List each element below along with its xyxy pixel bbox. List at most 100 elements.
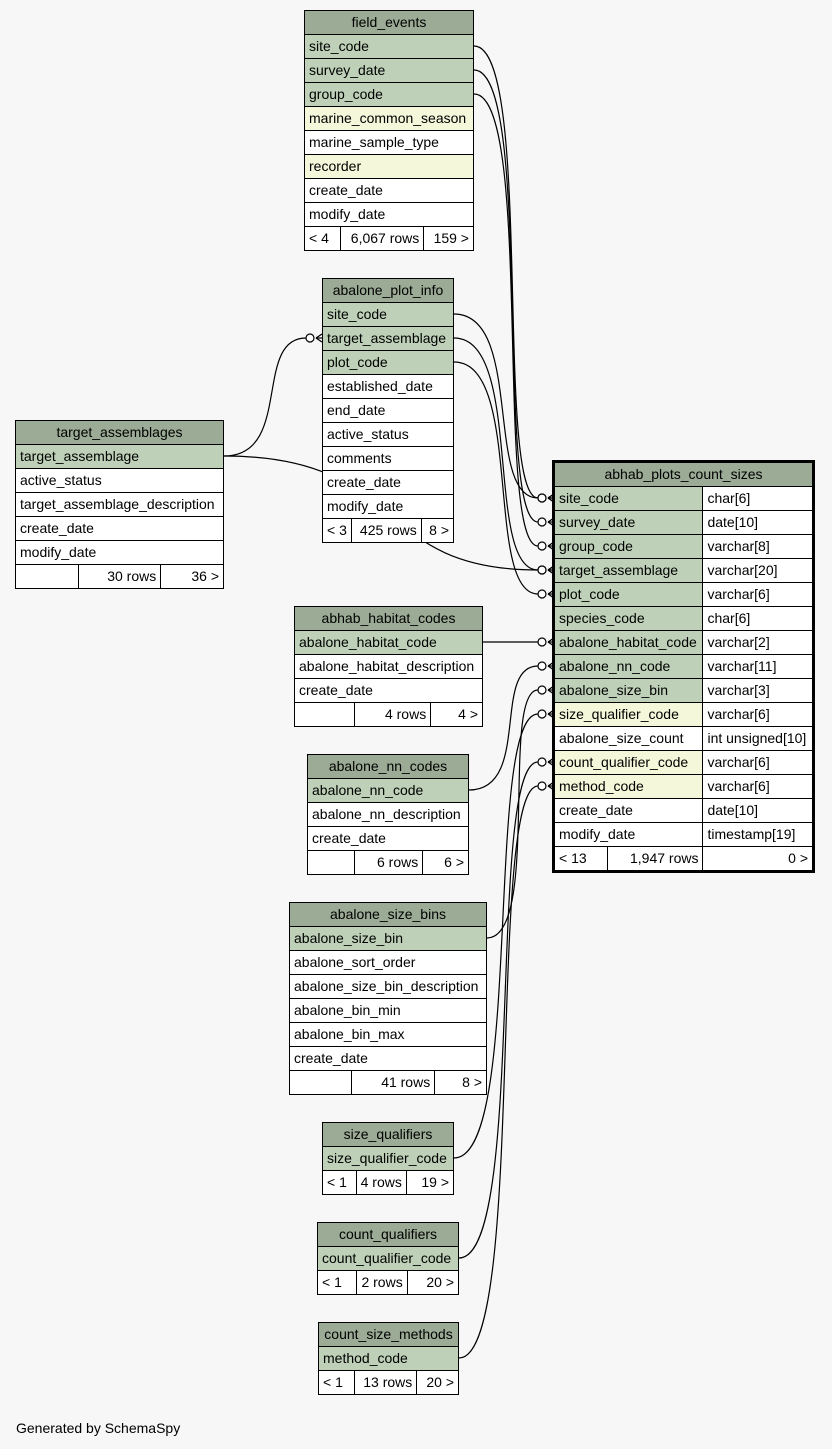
children-count[interactable]: 36 > <box>160 564 224 589</box>
children-count[interactable]: 8 > <box>434 1070 487 1095</box>
relationship-edge[interactable] <box>468 661 555 791</box>
column-row[interactable]: method_code <box>318 1346 459 1371</box>
children-count[interactable]: 0 > <box>702 846 813 871</box>
column-row[interactable]: abalone_habitat_description <box>294 654 483 679</box>
column-row[interactable]: abalone_habitat_code <box>294 630 483 655</box>
relationship-edge[interactable] <box>473 69 555 527</box>
column-row[interactable]: abalone_nn_code <box>307 778 469 803</box>
children-count[interactable]: 159 > <box>423 226 474 251</box>
column-row[interactable]: size_qualifier_code <box>322 1146 454 1171</box>
column-row[interactable]: create_date <box>307 826 469 851</box>
column-row[interactable]: create_date <box>294 678 483 703</box>
relationship-edge[interactable] <box>453 361 555 599</box>
column-row[interactable]: end_date <box>322 398 454 423</box>
column-row[interactable]: target_assemblage <box>322 326 454 351</box>
column-row[interactable]: abalone_nn_description <box>307 802 469 827</box>
column-row[interactable]: abalone_sort_order <box>289 950 487 975</box>
table-title[interactable]: abhab_plots_count_sizes <box>554 462 813 487</box>
column-row[interactable]: marine_common_season <box>304 106 474 131</box>
relationship-edge[interactable] <box>483 637 555 647</box>
relationship-edge[interactable] <box>223 333 323 457</box>
column-row[interactable]: established_date <box>322 374 454 399</box>
column-row[interactable]: create_date <box>322 470 454 495</box>
children-count[interactable]: 8 > <box>420 518 455 543</box>
children-count[interactable]: 19 > <box>405 1170 455 1195</box>
many-endpoint-marker <box>537 517 555 527</box>
parents-count[interactable] <box>293 702 356 727</box>
parents-count[interactable]: < 3 <box>322 518 352 543</box>
column-row[interactable]: site_code <box>304 34 474 59</box>
relationship-edge[interactable] <box>453 709 555 1159</box>
table-title[interactable]: count_qualifiers <box>317 1222 459 1247</box>
column-row[interactable]: modify_date <box>322 494 454 519</box>
parents-count[interactable]: < 1 <box>318 1370 355 1395</box>
column-row[interactable]: group_code <box>304 82 474 107</box>
relationship-edge[interactable] <box>473 45 555 503</box>
children-count[interactable]: 6 > <box>422 850 469 875</box>
column-row[interactable]: active_status <box>15 468 224 493</box>
column-row[interactable]: active_status <box>322 422 454 447</box>
relationship-edge[interactable] <box>486 685 555 939</box>
table-title[interactable]: field_events <box>304 10 474 35</box>
column-row[interactable]: target_assemblage <box>15 444 224 469</box>
parents-count[interactable] <box>288 1070 353 1095</box>
column-name: site_code <box>553 486 704 511</box>
parents-count[interactable] <box>306 850 356 875</box>
column-row[interactable]: survey_date <box>304 58 474 83</box>
parents-count[interactable] <box>14 564 80 589</box>
table-title[interactable]: size_qualifiers <box>322 1122 454 1147</box>
column-row[interactable]: comments <box>322 446 454 471</box>
parents-count[interactable]: < 13 <box>554 846 608 871</box>
table-title[interactable]: count_size_methods <box>318 1322 459 1347</box>
children-count[interactable]: 20 > <box>416 1370 459 1395</box>
table-title[interactable]: abalone_nn_codes <box>307 754 469 779</box>
column-row[interactable]: abalone_bin_max <box>289 1022 487 1047</box>
relationship-edge[interactable] <box>453 337 555 575</box>
column-row[interactable]: count_qualifier_code <box>317 1246 459 1271</box>
column-row[interactable]: recorder <box>304 154 474 179</box>
parents-count[interactable]: < 1 <box>316 1270 358 1295</box>
children-count[interactable]: 4 > <box>430 702 483 727</box>
column-name: abalone_nn_code <box>307 778 469 803</box>
column-row[interactable]: abalone_size_bin <box>289 926 487 951</box>
relationship-edge[interactable] <box>458 781 555 1359</box>
table-title[interactable]: target_assemblages <box>15 420 224 445</box>
column-row[interactable]: modify_date <box>15 540 224 565</box>
column-row[interactable]: create_date <box>304 178 474 203</box>
table-title[interactable]: abhab_habitat_codes <box>294 606 483 631</box>
table-title[interactable]: abalone_size_bins <box>289 902 487 927</box>
table-title[interactable]: abalone_plot_info <box>322 278 454 303</box>
parents-count[interactable]: < 4 <box>304 226 341 251</box>
column-row[interactable]: target_assemblage_description <box>15 492 224 517</box>
column-row[interactable]: modify_date <box>304 202 474 227</box>
parents-count[interactable]: < 1 <box>322 1170 357 1195</box>
children-count[interactable]: 20 > <box>406 1270 460 1295</box>
column-row[interactable]: abalone_size_bin_description <box>289 974 487 999</box>
column-row[interactable]: create_date <box>15 516 224 541</box>
column-row[interactable]: create_date <box>289 1046 487 1071</box>
column-name: group_code <box>304 82 474 107</box>
column-row[interactable]: plot_code <box>322 350 454 375</box>
column-row[interactable]: site_code <box>322 302 454 327</box>
relationship-edge[interactable] <box>453 313 555 503</box>
relationship-edge[interactable] <box>473 93 555 551</box>
column-row[interactable]: marine_sample_type <box>304 130 474 155</box>
relationship-edge[interactable] <box>458 757 555 1259</box>
column-row[interactable]: abalone_bin_min <box>289 998 487 1023</box>
